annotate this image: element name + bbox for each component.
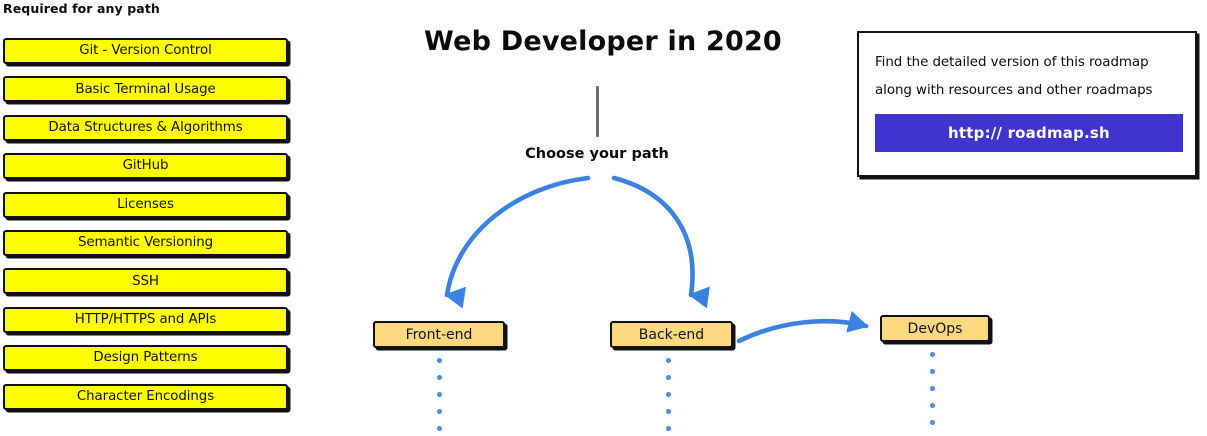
roadmap-url-button[interactable]: http:// roadmap.sh — [875, 114, 1183, 152]
path-box-frontend[interactable]: Front-end — [373, 321, 505, 348]
required-item-design-patterns[interactable]: Design Patterns — [3, 345, 288, 372]
required-item-label: Character Encodings — [76, 388, 215, 404]
required-item-data-structures[interactable]: Data Structures & Algorithms — [3, 114, 288, 141]
title-stem-line — [596, 86, 599, 137]
path-box-backend[interactable]: Back-end — [610, 321, 733, 348]
required-item-label: Semantic Versioning — [77, 235, 214, 251]
required-item-terminal[interactable]: Basic Terminal Usage — [3, 76, 288, 103]
required-item-character-encodings[interactable]: Character Encodings — [3, 383, 288, 410]
dotted-line-backend — [666, 358, 671, 436]
required-item-github[interactable]: GitHub — [3, 153, 288, 180]
dotted-line-frontend — [437, 358, 442, 436]
choose-path-label: Choose your path — [525, 146, 669, 162]
info-card-line-1: Find the detailed version of this roadma… — [875, 55, 1149, 70]
required-section-heading: Required for any path — [3, 1, 160, 16]
required-item-label: Git - Version Control — [79, 43, 212, 59]
required-item-http-apis[interactable]: HTTP/HTTPS and APIs — [3, 306, 288, 333]
required-item-ssh[interactable]: SSH — [3, 268, 288, 295]
required-item-label: GitHub — [122, 158, 169, 174]
info-card-line-2: along with resources and other roadmaps — [875, 83, 1153, 98]
required-item-label: Basic Terminal Usage — [75, 81, 216, 97]
info-card: Find the detailed version of this roadma… — [857, 31, 1197, 177]
required-item-semantic-versioning[interactable]: Semantic Versioning — [3, 229, 288, 256]
required-item-label: HTTP/HTTPS and APIs — [74, 312, 217, 328]
path-box-devops[interactable]: DevOps — [880, 315, 990, 342]
arrow-to-backend — [611, 175, 710, 309]
required-item-licenses[interactable]: Licenses — [3, 191, 288, 218]
required-item-label: SSH — [132, 273, 159, 289]
arrow-backend-to-devops — [736, 311, 869, 344]
required-item-label: Licenses — [117, 196, 174, 212]
dotted-line-devops — [930, 352, 935, 436]
path-box-label: Front-end — [405, 326, 473, 343]
required-item-git[interactable]: Git - Version Control — [3, 38, 288, 64]
required-item-label: Data Structures & Algorithms — [48, 120, 243, 136]
required-item-label: Design Patterns — [93, 350, 198, 366]
path-box-label: DevOps — [907, 320, 963, 337]
arrow-to-frontend — [444, 175, 591, 309]
page-title: Web Developer in 2020 — [424, 26, 782, 57]
path-box-label: Back-end — [638, 326, 705, 343]
roadmap-url-label: http:// roadmap.sh — [948, 124, 1110, 142]
required-skills-list: Git - Version Control Basic Terminal Usa… — [3, 38, 288, 422]
